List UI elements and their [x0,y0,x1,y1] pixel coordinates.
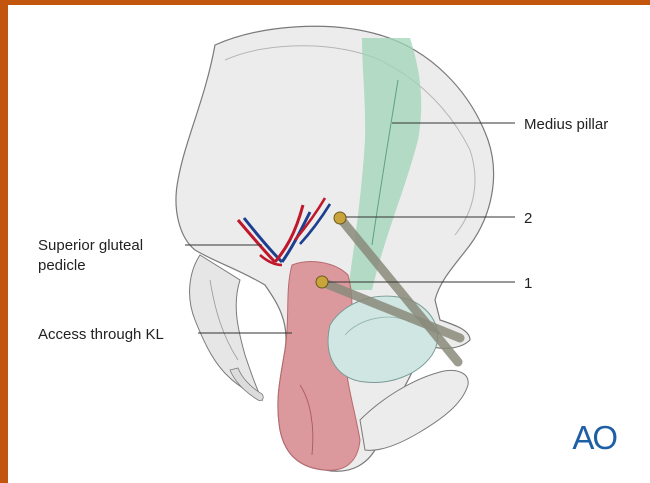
label-pedicle: pedicle [38,257,86,274]
screw-2-head [334,212,346,224]
label-screw-2: 2 [524,210,532,227]
label-medius-pillar: Medius pillar [524,116,608,133]
label-screw-1: 1 [524,275,532,292]
label-superior-gluteal: Superior gluteal [38,237,143,254]
screw-1-head [316,276,328,288]
label-access-kl: Access through KL [38,326,164,343]
ao-logo: AO [572,419,616,457]
